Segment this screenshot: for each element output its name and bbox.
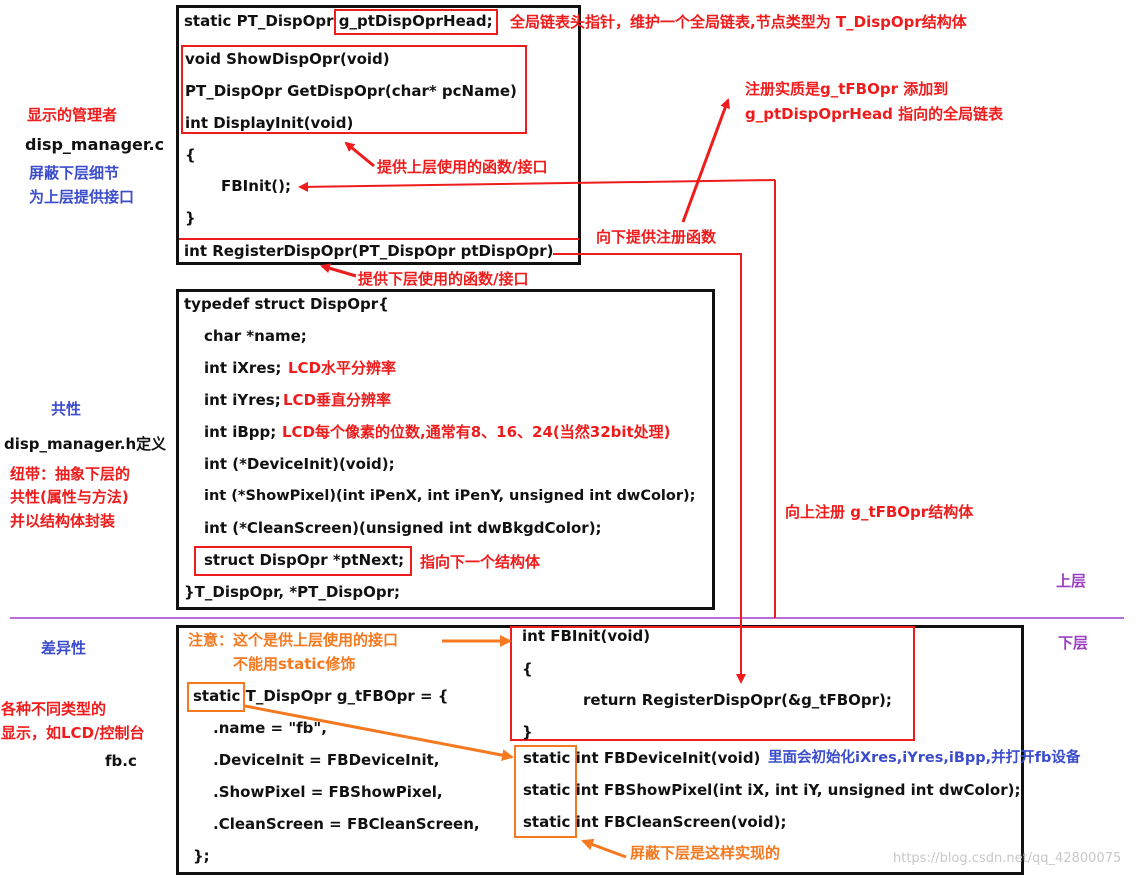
struct-line-2: int iXres; (204, 359, 282, 377)
fbinit-brace-open: { (522, 660, 533, 678)
common-label: 共性 (51, 400, 82, 418)
fb-desc-1: 各种不同类型的 (1, 700, 107, 718)
api-note-2: 不能用static修饰 (233, 655, 356, 673)
head-note: 全局链表头指针，维护一个全局链表,节点类型为 T_DispOpr结构体 (510, 13, 967, 31)
fbdeviceinit-decl: static int FBDeviceInit(void) (523, 751, 760, 766)
struct-line-6: int (*ShowPixel)(int iPenX, int iPenY, u… (204, 488, 696, 504)
static-keyword-2: static (523, 781, 571, 799)
manager-code-box (176, 5, 581, 265)
struct-line-5: int (*DeviceInit)(void); (204, 455, 395, 473)
fbcleanscreen-decl: static int FBCleanScreen(void); (523, 815, 786, 830)
get-dispopr-decl: PT_DispOpr GetDispOpr(char* pcName) (185, 82, 517, 100)
struct-line-4: int iBpp; (204, 423, 277, 441)
struct-desc-3: 并以结构体封装 (10, 512, 116, 530)
layer-divider (10, 617, 1124, 619)
arrow-register-down (553, 253, 746, 684)
bpp-note: LCD每个像素的位数,通常有8、16、24(当然32bit处理) (282, 423, 671, 441)
fbinit-brace-close: } (522, 723, 533, 741)
watermark: https://blog.csdn.net/qq_42800075 (893, 851, 1122, 866)
fbinit-call: FBInit(); (221, 177, 291, 195)
head-decl-prefix: static PT_DispOpr (184, 12, 339, 30)
yres-note: LCD垂直分辨率 (283, 391, 392, 409)
fbopr-end: }; (193, 847, 210, 865)
struct-desc-1: 纽带：抽象下层的 (10, 465, 131, 483)
fbdeviceinit-sig: int FBDeviceInit(void) (570, 749, 761, 767)
manager-file-label: disp_manager.c (25, 135, 165, 154)
struct-line-9: }T_DispOpr, *PT_DispOpr; (184, 583, 400, 601)
manager-role-label: 显示的管理者 (27, 106, 118, 124)
struct-line-8: struct DispOpr *ptNext; (204, 551, 405, 569)
static-left-highlight-box (187, 682, 245, 712)
devinit-note: 里面会初始化iXres,iYres,iBpp,并打开fb设备 (768, 750, 1081, 766)
brace-close: } (185, 209, 196, 227)
fbopr-showpixel: .ShowPixel = FBShowPixel, (213, 783, 443, 801)
struct-code-box (176, 289, 715, 610)
head-var-highlight-box (334, 9, 498, 35)
static-keyword-left: static (193, 687, 241, 705)
fbopr-clean: .CleanScreen = FBCleanScreen, (213, 815, 480, 833)
static-keyword-3: static (523, 813, 571, 831)
fbinit-decl: int FBInit(void) (522, 627, 651, 645)
fbinit-highlight-box (510, 626, 915, 741)
register-divider-line (179, 238, 579, 240)
fbopr-name: .name = "fb", (213, 719, 327, 737)
struct-line-1: char *name; (204, 327, 307, 345)
fb-file-label: fb.c (105, 752, 137, 770)
xres-note: LCD水平分辨率 (288, 359, 397, 377)
lower-layer-label: 下层 (1058, 634, 1089, 652)
hide-note: 屏蔽下层是这样实现的 (630, 844, 781, 862)
struct-line-0: typedef struct DispOpr{ (184, 295, 389, 313)
arrow-static-link (244, 704, 514, 762)
fbshowpixel-sig: int FBShowPixel(int iX, int iY, unsigned… (570, 781, 1021, 799)
struct-line-7: int (*CleanScreen)(unsigned int dwBkgdCo… (204, 519, 602, 537)
upper-layer-label: 上层 (1056, 572, 1087, 590)
static-keyword-1: static (523, 749, 571, 767)
arrow-register-essence (681, 98, 730, 223)
arrow-upper-api (344, 141, 375, 168)
register-up-note: 向上注册 g_tFBOpr结构体 (785, 503, 974, 521)
register-essence-2: g_ptDispOprHead 指向的全局链表 (745, 105, 1004, 123)
manager-desc-2: 为上层提供接口 (29, 188, 135, 206)
arrow-fbinit-call (298, 179, 776, 192)
register-down-note: 向下提供注册函数 (596, 228, 717, 246)
fbshowpixel-decl: static int FBShowPixel(int iX, int iY, u… (523, 783, 1020, 798)
struct-desc-2: 共性(属性与方法) (10, 488, 129, 506)
static-right-highlight-box (514, 745, 577, 838)
struct-file-label: disp_manager.h定义 (4, 435, 167, 453)
fbopr-decl-rest: T_DispOpr g_tFBOpr = { (240, 687, 449, 705)
display-init-decl: int DisplayInit(void) (185, 114, 354, 132)
api-highlight-box (181, 45, 527, 134)
ptnext-note: 指向下一个结构体 (420, 553, 541, 571)
fbopr-decl: static T_DispOpr g_tFBOpr = { (193, 689, 448, 704)
lower-api-note: 提供下层使用的函数/接口 (358, 270, 529, 288)
struct-line-3: int iYres; (204, 391, 281, 409)
head-decl-var: g_ptDispOprHead; (338, 12, 493, 30)
api-note-1: 注意：这个是供上层使用的接口 (188, 631, 399, 649)
arrow-hide-note (581, 838, 627, 859)
fbinit-return: return RegisterDispOpr(&g_tFBOpr); (583, 691, 892, 709)
head-decl: static PT_DispOpr g_ptDispOprHead; (184, 14, 493, 29)
manager-desc-1: 屏蔽下层细节 (29, 164, 120, 182)
upper-api-note: 提供上层使用的函数/接口 (377, 158, 548, 176)
register-dispopr-decl: int RegisterDispOpr(PT_DispOpr ptDispOpr… (184, 242, 554, 260)
fb-desc-2: 显示，如LCD/控制台 (1, 724, 145, 742)
diff-label: 差异性 (41, 639, 87, 657)
show-dispopr-decl: void ShowDispOpr(void) (185, 50, 390, 68)
arrow-lower-api (320, 263, 357, 278)
fbcleanscreen-sig: int FBCleanScreen(void); (570, 813, 787, 831)
fbopr-devinit: .DeviceInit = FBDeviceInit, (213, 751, 440, 769)
ptnext-highlight-box (194, 546, 412, 576)
register-essence-1: 注册实质是g_tFBOpr 添加到 (745, 80, 949, 98)
brace-open: { (185, 146, 196, 164)
